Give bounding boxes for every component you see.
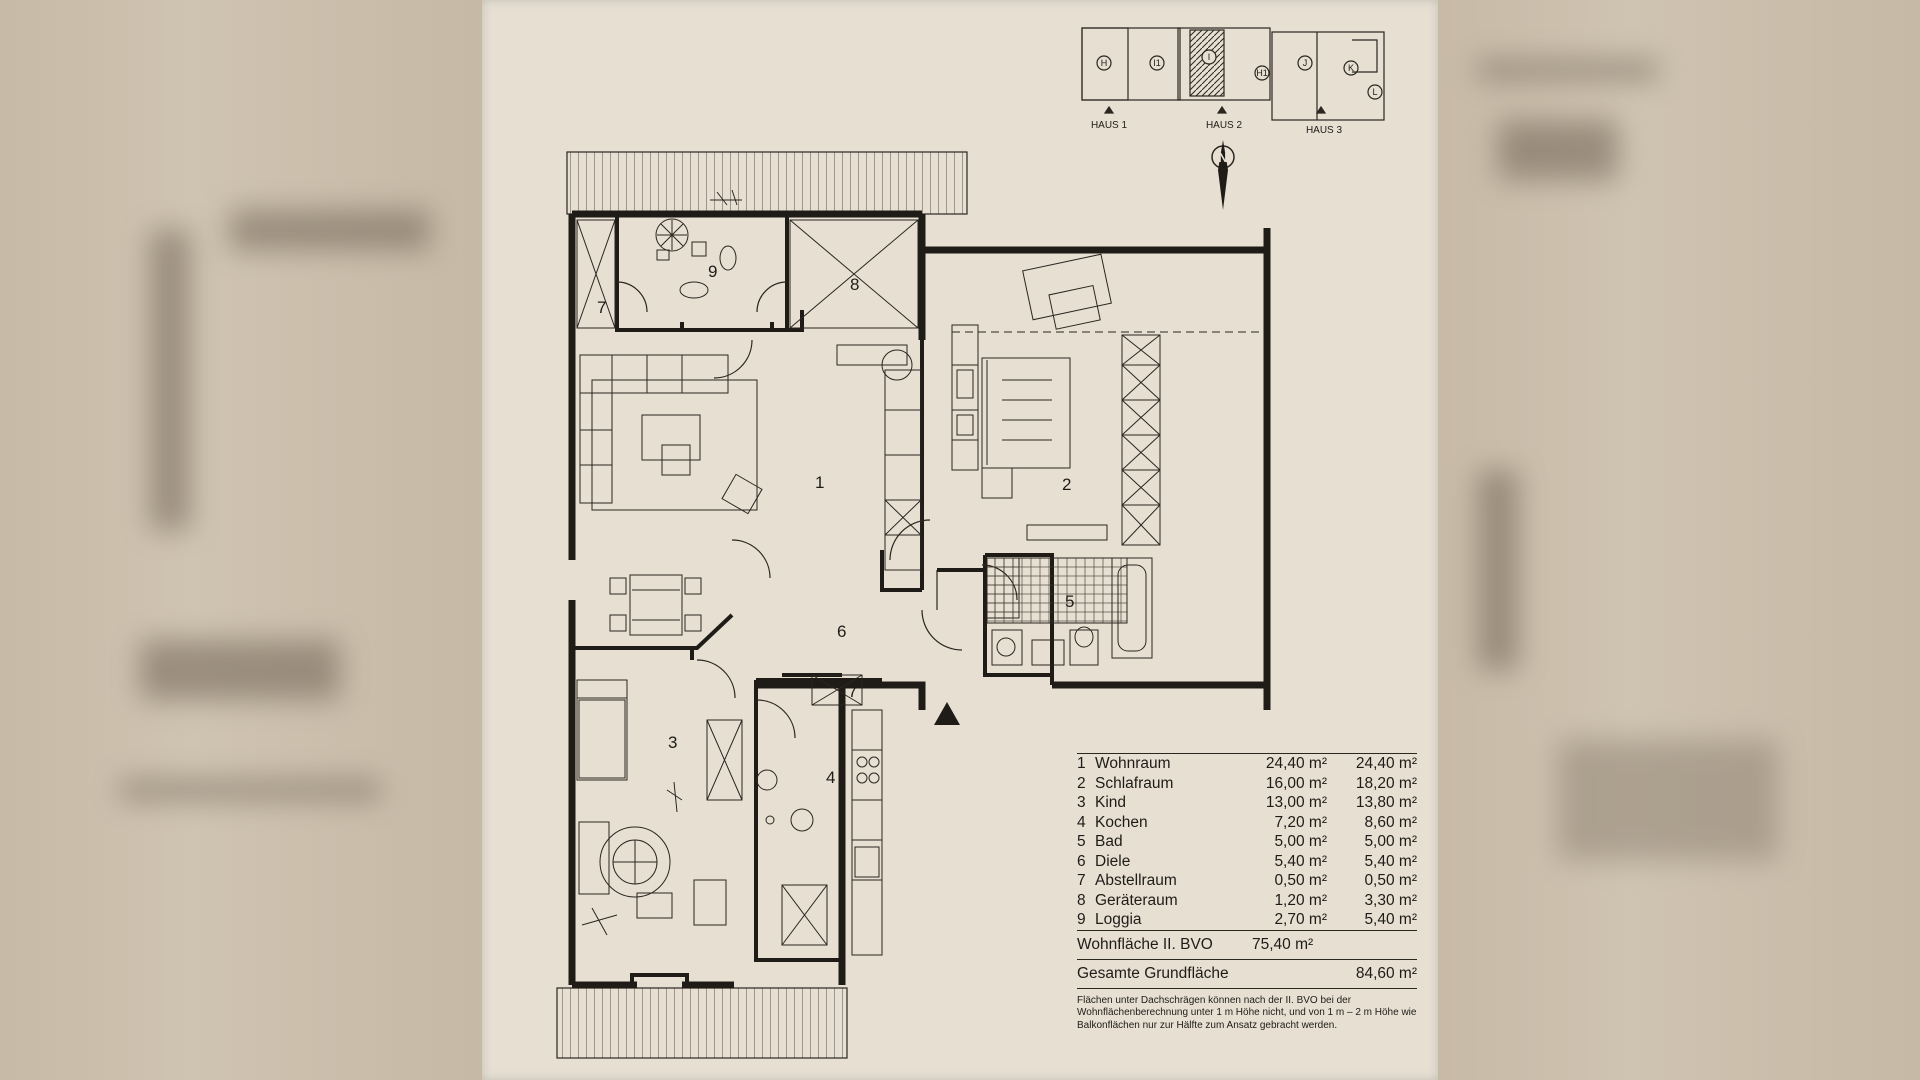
loggia-furniture [655, 189, 742, 299]
bedroom-furniture [951, 253, 1262, 546]
legend-room: Bad [1095, 833, 1123, 850]
legend-rule [1077, 929, 1417, 931]
roof-bottom [556, 987, 848, 1059]
key-haus-1: HAUS 1 [1091, 120, 1128, 131]
legend-grundflaeche: 5,00 m² [1364, 833, 1417, 850]
grundflaeche-value: 84,60 m² [1355, 964, 1417, 982]
key-unit-h: H [1101, 58, 1108, 68]
legend-grundflaeche: 24,40 m² [1355, 755, 1417, 772]
footnote: Flächen unter Dachschrägen können nach d… [1077, 994, 1417, 1031]
entrance-arrow-icon [934, 702, 960, 725]
room-7-number: 7 [597, 298, 606, 317]
legend-room: Wohnraum [1095, 755, 1171, 772]
room-3-number: 3 [668, 733, 677, 752]
legend-row: 7 Abstellraum 0,50 m² 0,50 m² [1077, 871, 1417, 891]
legend-num: 1 [1077, 755, 1086, 772]
room-8-number: 8 [850, 275, 859, 294]
legend-num: 9 [1077, 911, 1086, 928]
legend-wohnflaeche: 7,20 m² [1274, 813, 1327, 831]
legend-grundflaeche: 18,20 m² [1355, 774, 1417, 792]
floor-plan-page: H I1 I H1 J K L HAUS 1 HAUS 2 HAUS 3 N [482, 0, 1438, 1080]
room-5-number: 5 [1065, 592, 1074, 611]
legend-grundflaeche: 3,30 m² [1364, 891, 1417, 909]
walls [568, 210, 1271, 989]
background-left [0, 0, 482, 1080]
compass-letter: N [1218, 150, 1227, 165]
area-legend: 1 Wohnraum 24,40 m² 24,40 m² 2 Schlafrau… [1077, 753, 1417, 1032]
room-2-number: 2 [1062, 475, 1071, 494]
room-4-number: 4 [826, 768, 835, 787]
room-9-number: 9 [708, 262, 717, 281]
key-unit-j: J [1303, 58, 1308, 68]
legend-wohnflaeche: 16,00 m² [1265, 774, 1327, 792]
legend-grundflaeche: 5,40 m² [1364, 911, 1417, 928]
living-furniture [579, 344, 922, 571]
legend-num: 7 [1077, 872, 1086, 889]
legend-grundflaeche: 5,40 m² [1364, 852, 1417, 870]
dining-table [609, 574, 702, 636]
legend-wohnflaeche: 24,40 m² [1265, 755, 1327, 772]
legend-wohnflaeche: 5,00 m² [1274, 833, 1327, 850]
legend-room: Schlafraum [1095, 774, 1174, 792]
legend-row: 6 Diele 5,40 m² 5,40 m² [1077, 852, 1417, 872]
legend-wohnflaeche: 0,50 m² [1274, 872, 1327, 889]
room-6-number: 6 [837, 622, 846, 641]
legend-num: 4 [1077, 813, 1086, 831]
kitchen-furniture [756, 709, 883, 956]
legend-wohnflaeche: 13,00 m² [1265, 794, 1327, 811]
room-7b-number: 7 [848, 682, 857, 701]
legend-grundflaeche: 8,60 m² [1364, 813, 1417, 831]
north-arrow-icon: N [1211, 140, 1235, 210]
legend-rule [1077, 987, 1417, 989]
key-unit-l: L [1372, 87, 1377, 97]
legend-wohnflaeche: 2,70 m² [1274, 911, 1327, 928]
legend-grundflaeche: 0,50 m² [1364, 872, 1417, 889]
legend-num: 3 [1077, 794, 1086, 811]
legend-wohnflaeche: 1,20 m² [1274, 891, 1327, 909]
wohnflaeche-value: 75,40 m² [1252, 935, 1314, 953]
legend-row: 1 Wohnraum 24,40 m² 24,40 m² [1077, 754, 1417, 774]
legend-room: Abstellraum [1095, 872, 1177, 889]
legend-row: 2 Schlafraum 16,00 m² 18,20 m² [1077, 774, 1417, 794]
legend-row: 5 Bad 5,00 m² 5,00 m² [1077, 832, 1417, 852]
legend-room: Kochen [1095, 813, 1148, 831]
wohnflaeche-total: Wohnfläche II. BVO 75,40 m² [1077, 931, 1417, 959]
legend-grundflaeche: 13,80 m² [1355, 794, 1417, 811]
key-unit-i1: I1 [1153, 58, 1161, 68]
key-haus-3: HAUS 3 [1306, 125, 1343, 136]
legend-rule [1077, 958, 1417, 960]
key-plan-labels: H I1 I H1 J K L HAUS 1 HAUS 2 HAUS 3 [1091, 52, 1378, 136]
legend-num: 8 [1077, 891, 1086, 909]
key-unit-i: I [1208, 52, 1211, 62]
legend-wohnflaeche: 5,40 m² [1274, 852, 1327, 870]
floor-plan-drawing: H I1 I H1 J K L HAUS 1 HAUS 2 HAUS 3 N [556, 27, 1385, 1059]
legend-row: 3 Kind 13,00 m² 13,80 m² [1077, 793, 1417, 813]
storage-crosses [576, 219, 919, 706]
background-right [1438, 0, 1920, 1080]
legend-row: 9 Loggia 2,70 m² 5,40 m² [1077, 910, 1417, 930]
wohnflaeche-label: Wohnfläche II. BVO [1077, 935, 1213, 953]
grundflaeche-total: Gesamte Grundfläche 84,60 m² [1077, 960, 1417, 988]
legend-num: 5 [1077, 833, 1086, 850]
legend-top-rule [1077, 753, 1417, 754]
child-room-furniture [576, 679, 743, 936]
key-plan [1081, 27, 1385, 121]
bathroom [986, 557, 1153, 666]
key-unit-k: K [1348, 63, 1354, 73]
interior-walls [572, 214, 1054, 985]
key-haus-2: HAUS 2 [1206, 120, 1243, 131]
legend-room: Diele [1095, 852, 1131, 870]
legend-room: Loggia [1095, 911, 1142, 928]
legend-num: 6 [1077, 852, 1086, 870]
room-numbers: 9 8 7 1 2 5 6 3 4 7 [597, 262, 1074, 787]
legend-row: 8 Geräteraum 1,20 m² 3,30 m² [1077, 891, 1417, 911]
room-1-number: 1 [815, 473, 824, 492]
roof-top [566, 151, 968, 215]
grundflaeche-label: Gesamte Grundfläche [1077, 964, 1229, 982]
legend-num: 2 [1077, 774, 1086, 792]
legend-room: Kind [1095, 794, 1127, 811]
legend-row: 4 Kochen 7,20 m² 8,60 m² [1077, 813, 1417, 833]
legend-room: Geräteraum [1095, 891, 1178, 909]
key-unit-h1: H1 [1256, 68, 1268, 78]
